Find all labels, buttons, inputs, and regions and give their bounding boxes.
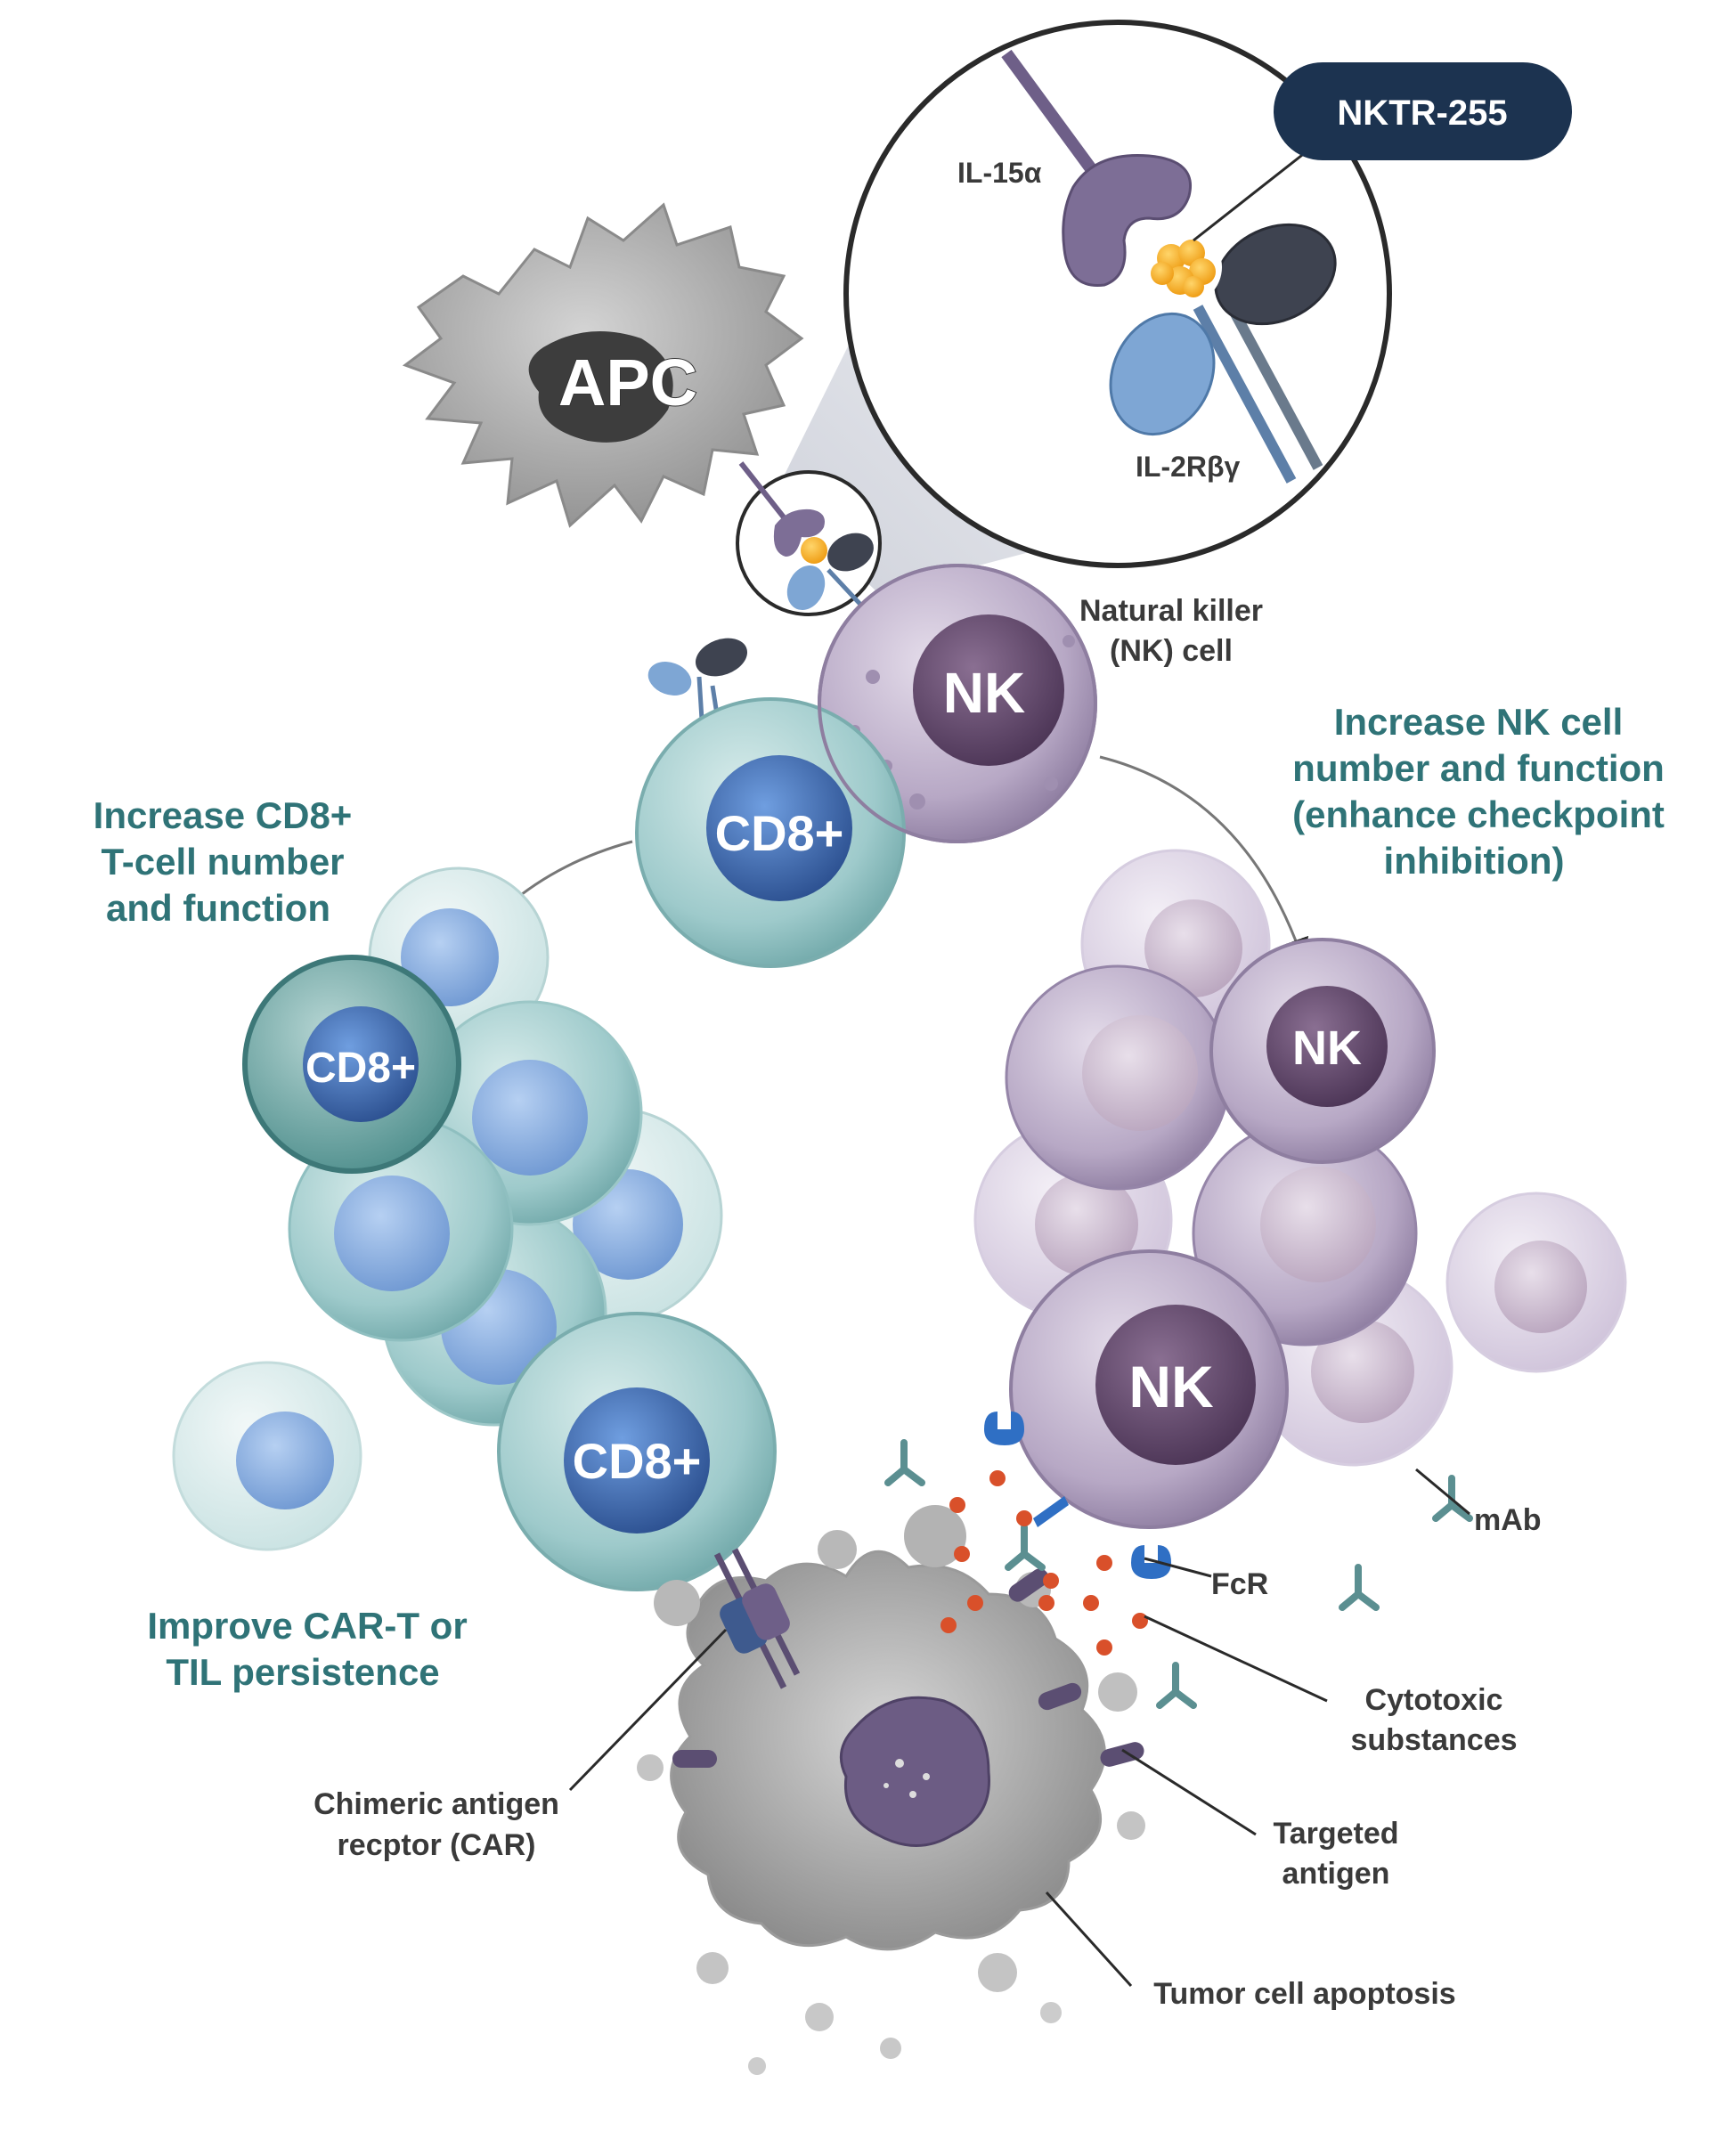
cd8-dark-label: CD8+ (305, 1045, 416, 1092)
cd8-big-label: CD8+ (573, 1433, 702, 1489)
nktr255-molecule (1147, 230, 1222, 305)
car-receptor (713, 1548, 801, 1689)
il15a-label: IL-15α (957, 157, 1042, 189)
nktr255-badge: NKTR-255 (1274, 62, 1572, 160)
tumor-cell (637, 1505, 1145, 2075)
badge-text: NKTR-255 (1337, 94, 1507, 133)
car-label-1: Chimeric antigen (314, 1787, 559, 1821)
tumor-nucleus (839, 1696, 990, 1847)
apc-cell: APC (402, 202, 804, 528)
leader-lines (568, 1468, 1470, 1988)
nk-increase-4: inhibition) (1384, 840, 1565, 882)
arrow-to-nk (1099, 755, 1309, 966)
cytotoxic-label-2: substances (1350, 1723, 1517, 1757)
fcr-symbols (984, 1412, 1171, 1579)
cd8-increase-2: T-cell number (101, 841, 344, 883)
nk-main-label: NK (943, 661, 1025, 725)
cd8-cell-main: CD8+ (635, 697, 906, 968)
cd8-cluster: CD8+ CD8+ (172, 866, 777, 1591)
apc-label: APC (558, 346, 697, 419)
nk-increase-1: Increase NK cell (1334, 701, 1624, 743)
il2rbg-stalk-2 (1219, 291, 1323, 470)
il2rbg-stalk-1 (1193, 305, 1297, 484)
cytotoxic-label-1: Cytotoxic (1365, 1683, 1503, 1717)
zoom-circle: IL-15α IL-2Rβγ (843, 20, 1392, 568)
car-label-2: recptor (CAR) (338, 1828, 536, 1862)
cart-label-2: TIL persistence (166, 1651, 439, 1693)
antigen-label-1: Targeted (1273, 1817, 1398, 1851)
nk-cell-mid: NK (1209, 938, 1436, 1164)
targeted-antigens (672, 1568, 1144, 1768)
nk-increase-2: number and function (1292, 747, 1665, 789)
small-zoom-circle (736, 461, 892, 639)
il2rb-subunit (1214, 223, 1337, 326)
cd8-cell-dark: CD8+ (242, 955, 461, 1174)
il2rbg-label: IL-2Rβγ (1136, 451, 1241, 483)
il15a-receptor (1062, 153, 1192, 287)
nk-cell-big: NK (1009, 1249, 1289, 1529)
nk-increase-3: (enhance checkpoint (1292, 793, 1665, 835)
mab-symbols (884, 1439, 1473, 1709)
nk-cluster: NK NK (973, 849, 1627, 1529)
apc-nucleus (528, 331, 673, 443)
nk-mid-label: NK (1292, 1021, 1362, 1075)
nk-cell-label-2: (NK) cell (1110, 634, 1233, 668)
cd8-pale-cell (172, 1361, 362, 1551)
il2rg-subunit (1109, 312, 1216, 436)
mab-label: mAb (1474, 1503, 1542, 1537)
nk-big-label: NK (1128, 1354, 1214, 1420)
cart-label-1: Improve CAR-T or (147, 1605, 467, 1647)
badge-pointer (1193, 141, 1319, 242)
nk-cell-label-1: Natural killer (1079, 594, 1263, 628)
fcr-label: FcR (1211, 1567, 1268, 1601)
cd8-increase-3: and function (106, 887, 330, 929)
cd8-increase-1: Increase CD8+ (94, 794, 353, 836)
cytotoxic-dots (940, 1470, 1148, 1656)
cd8-cell-big: CD8+ (497, 1312, 777, 1591)
antigen-label-2: antigen (1282, 1857, 1390, 1891)
apoptosis-label: Tumor cell apoptosis (1153, 1977, 1455, 2011)
cd8-main-label: CD8+ (715, 805, 844, 861)
nk-pale-4 (1445, 1192, 1627, 1373)
nk-cell-c1 (1005, 964, 1231, 1191)
il15a-stalk (1001, 49, 1110, 191)
